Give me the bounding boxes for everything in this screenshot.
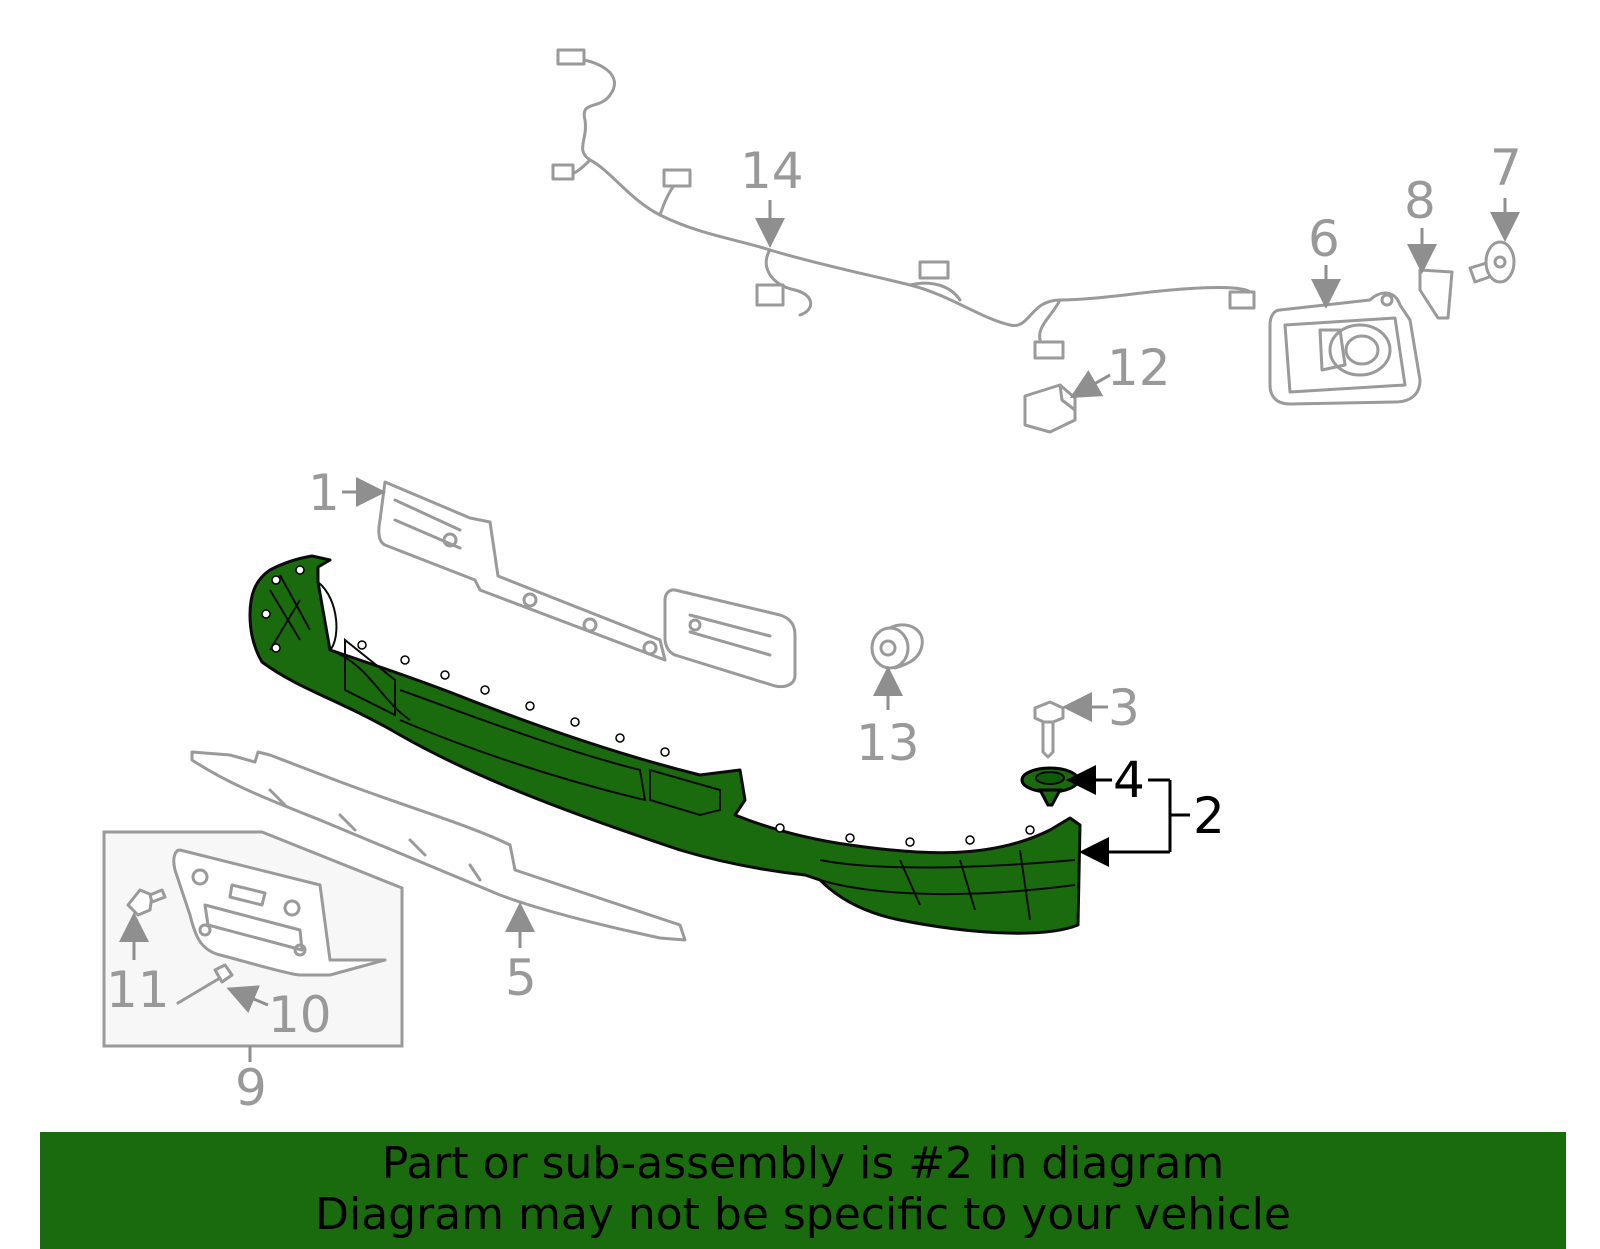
callout-14: 14 bbox=[740, 142, 804, 200]
sensor-part bbox=[1023, 383, 1077, 434]
retainer-part bbox=[1020, 766, 1080, 807]
banner-line-part-number: Part or sub-assembly is #2 in diagram bbox=[381, 1138, 1225, 1189]
wiring-harness-part bbox=[551, 48, 1256, 360]
callout-12: 12 bbox=[1107, 339, 1171, 397]
callout-6: 6 bbox=[1308, 210, 1340, 268]
bumper-bracket-part bbox=[377, 480, 797, 689]
callout-2: 2 bbox=[1193, 787, 1225, 845]
callout-3: 3 bbox=[1108, 679, 1140, 737]
callout-1: 1 bbox=[308, 464, 340, 522]
clip-part bbox=[1418, 268, 1454, 320]
callout-9: 9 bbox=[235, 1059, 267, 1117]
callout-11: 11 bbox=[106, 961, 170, 1019]
info-banner: Part or sub-assembly is #2 in diagram Di… bbox=[40, 1132, 1566, 1249]
callout-7: 7 bbox=[1490, 139, 1522, 197]
callout-4: 4 bbox=[1113, 751, 1145, 809]
bolt-part bbox=[1033, 700, 1065, 759]
lower-valance-part bbox=[248, 554, 1082, 935]
license-plate-bracket-group bbox=[102, 830, 404, 1048]
leader-lines bbox=[119, 198, 1520, 1062]
banner-line-disclaimer: Diagram may not be specific to your vehi… bbox=[315, 1189, 1291, 1240]
callout-labels: 14 12 6 8 7 1 13 3 4 2 5 11 10 9 bbox=[106, 139, 1522, 1117]
callout-10: 10 bbox=[268, 986, 332, 1044]
callout-5: 5 bbox=[505, 949, 537, 1007]
fog-lamp-part bbox=[1268, 291, 1422, 406]
push-pin-part bbox=[1468, 240, 1516, 284]
callout-13: 13 bbox=[856, 714, 920, 772]
socket-part bbox=[870, 623, 924, 670]
trim-strip-part bbox=[190, 750, 687, 942]
callout-8: 8 bbox=[1404, 172, 1436, 230]
